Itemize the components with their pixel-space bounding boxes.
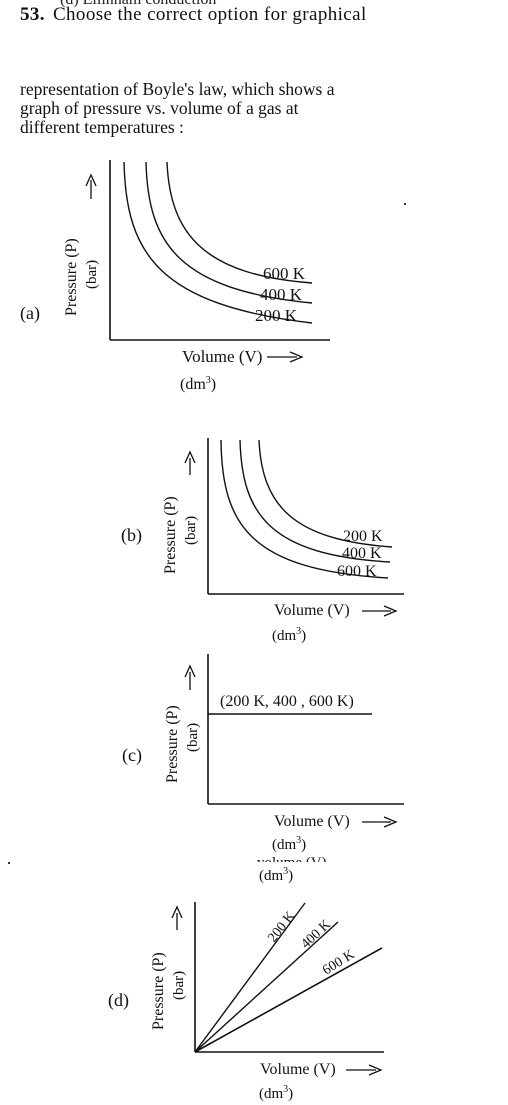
x-axis-unit: (dm3) <box>272 835 306 853</box>
curve-label: 200 K <box>265 909 298 946</box>
x-axis-label: Volume (V) <box>274 813 350 830</box>
isotherm-line <box>194 947 383 1053</box>
stray-dot <box>8 862 10 864</box>
stray-partial-label: volume (V) <box>257 855 327 871</box>
question-text: Choose the correct option for graphical <box>52 4 367 25</box>
option-c-label: (c) <box>122 745 142 765</box>
isotherm-curve <box>123 161 313 324</box>
curve-label: 400 K <box>260 285 303 304</box>
isotherm-curve <box>239 439 391 563</box>
question-line: representation of Boyle's law, which sho… <box>20 79 335 99</box>
option-a-label: (a) <box>20 303 40 323</box>
stray-dot <box>404 203 406 205</box>
question-first-line: 53. Choose the correct option for graphic… <box>20 4 367 26</box>
y-axis-unit: (bar) <box>185 723 201 752</box>
y-axis-unit: (bar) <box>84 260 100 289</box>
x-axis-label: Volume (V) <box>182 347 262 366</box>
x-axis-label: Volume (V) <box>260 1061 336 1078</box>
option-b-label: (b) <box>121 525 142 545</box>
option-d-label: (d) <box>108 990 129 1010</box>
curve-label: 600 K <box>337 563 377 580</box>
y-axis-unit: (bar) <box>183 516 199 545</box>
y-axis-label: Pressure (P) <box>63 238 80 316</box>
isotherm-curve <box>166 161 313 284</box>
question-line: graph of pressure vs. volume of a gas at <box>20 98 299 118</box>
question-line: different temperatures : <box>20 117 184 137</box>
x-axis-unit: (dm3) <box>180 375 216 393</box>
x-axis-label: Volume (V) <box>274 602 350 619</box>
previous-option-cutoff: (d) Ellinham conduction <box>60 0 216 9</box>
curve-label: 400 K <box>342 545 382 562</box>
y-axis-label: Pressure (P) <box>164 705 181 783</box>
isotherm-curve <box>145 161 313 304</box>
curve-label: 400 K <box>298 917 334 952</box>
isotherm-curve <box>258 439 393 548</box>
question-number: 53. <box>20 4 45 25</box>
x-axis-unit: (dm3) <box>259 1084 293 1102</box>
x-axis-unit: (dm3) <box>272 626 306 644</box>
isotherm-curve <box>220 439 389 579</box>
y-axis-label: Pressure (P) <box>162 496 179 574</box>
x-axis-unit-duplicate: (dm3) <box>259 866 293 884</box>
question-paragraph: representation of Boyle's law, which sho… <box>20 80 468 137</box>
curve-label: (200 K, 400 , 600 K) <box>220 693 354 710</box>
isotherm-line <box>194 921 339 1053</box>
y-axis-unit: (bar) <box>171 971 187 1000</box>
y-axis-label: Pressure (P) <box>150 952 167 1030</box>
curve-label: 600 K <box>320 947 357 978</box>
isotherm-line <box>194 902 306 1053</box>
curve-label: 600 K <box>263 264 306 283</box>
curve-label: 200 K <box>343 528 383 545</box>
curve-label: 200 K <box>255 306 298 325</box>
